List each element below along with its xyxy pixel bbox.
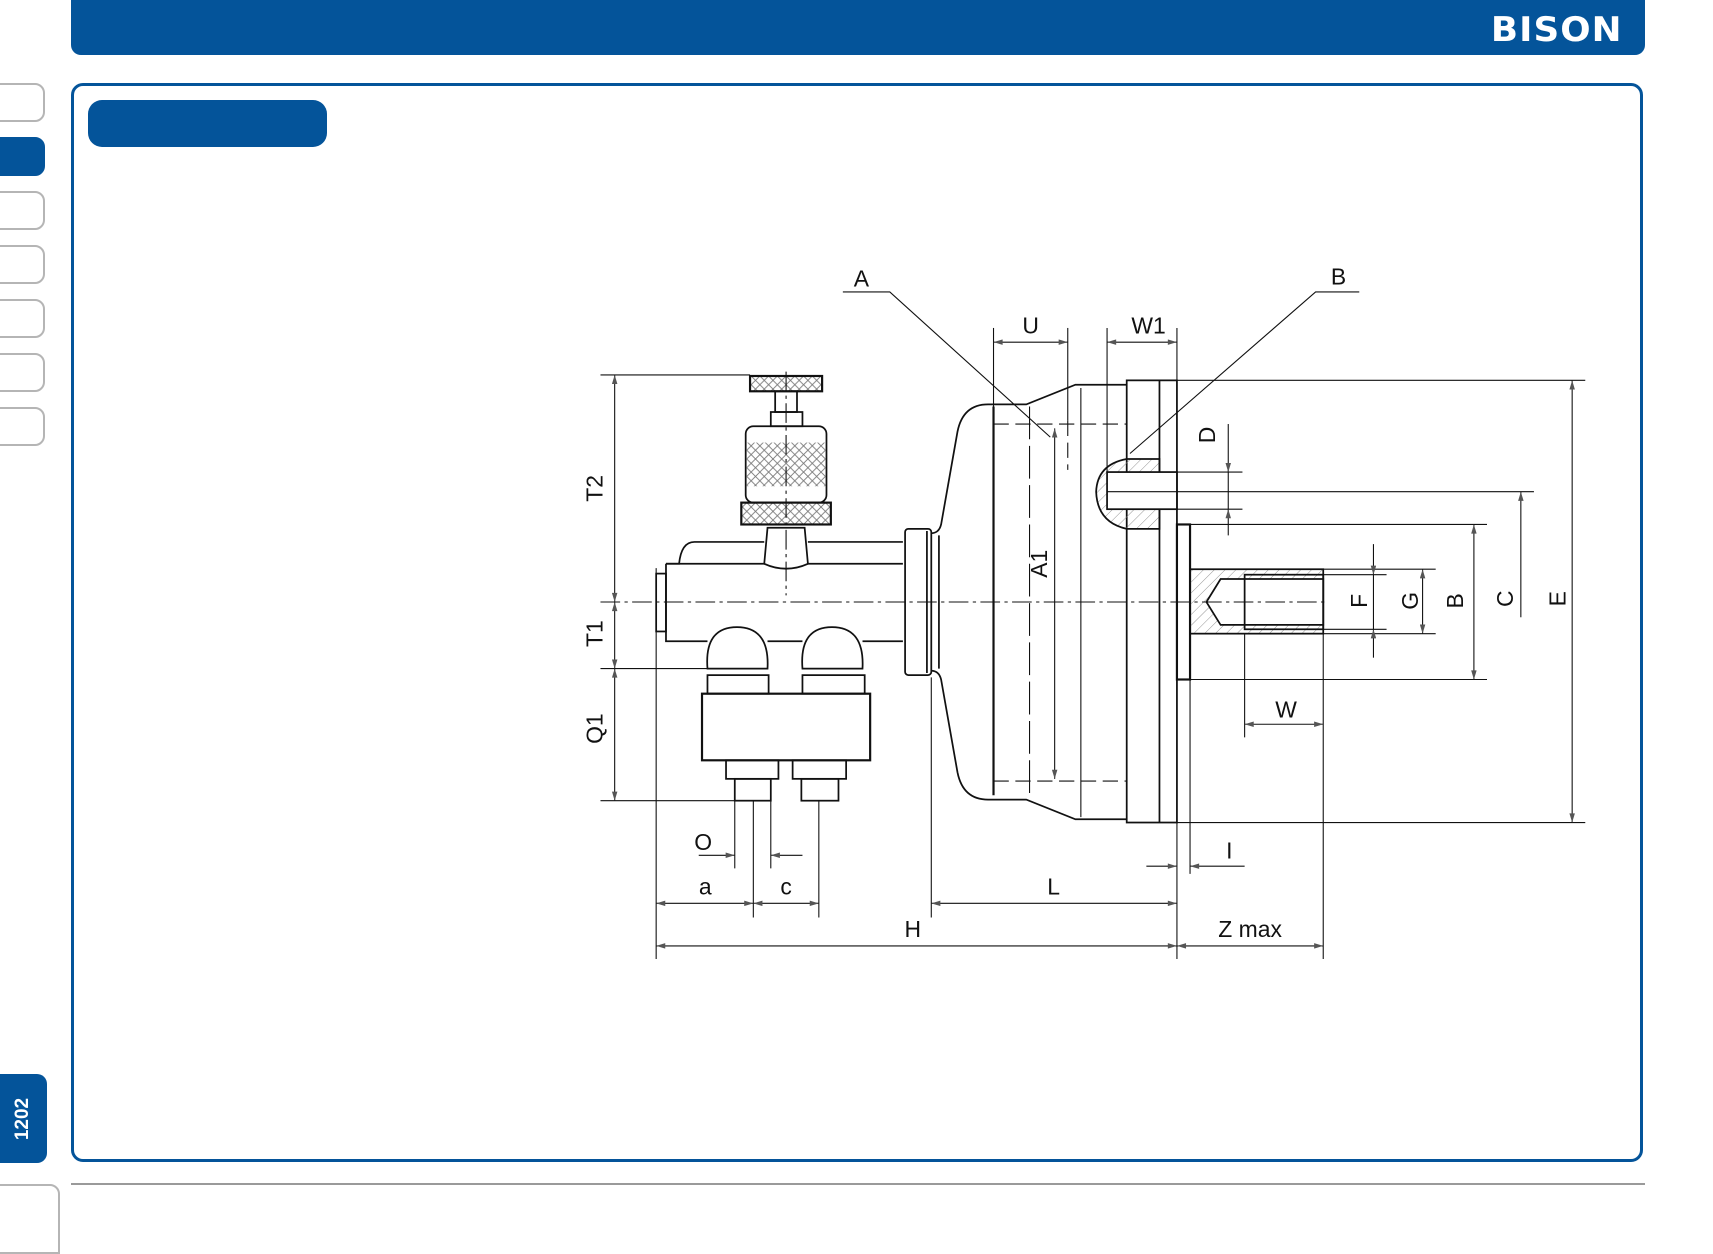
label-I: I [1226,838,1232,864]
label-A: A [854,265,870,291]
label-B-leader: B [1331,263,1346,289]
side-tab-7[interactable] [0,407,45,446]
side-tab-3[interactable] [0,191,45,230]
side-tab-2-active[interactable] [0,137,45,176]
label-G: G [1397,592,1423,610]
side-tab-6[interactable] [0,353,45,392]
label-B: B [1442,593,1468,608]
label-O: O [694,829,712,855]
label-L: L [1047,874,1060,900]
content-panel [71,83,1643,1162]
label-C: C [1492,590,1518,607]
label-T1: T1 [582,620,608,647]
label-F: F [1346,594,1372,608]
label-A1: A1 [1026,550,1052,578]
side-tab-1[interactable] [0,83,45,122]
label-Zmax: Z max [1218,916,1282,942]
side-tab-5[interactable] [0,299,45,338]
label-c: c [780,874,791,900]
side-tab-4[interactable] [0,245,45,284]
top-header-bar: BISON [71,0,1645,55]
drawing-outlines [655,374,1325,824]
label-W1: W1 [1131,312,1165,338]
label-T2: T2 [582,475,608,502]
label-W: W [1275,697,1297,723]
bison-logo: BISON [1490,10,1623,50]
label-a: a [699,874,712,900]
dimension-labels: A B U W1 T2 T1 Q1 A1 D F G B C E W I O a… [582,263,1571,942]
label-H: H [904,916,921,942]
label-E: E [1545,591,1571,606]
label-D: D [1194,427,1220,444]
label-Q1: Q1 [582,713,608,744]
label-U: U [1022,312,1039,338]
dimension-lines [600,291,1586,959]
section-title-pill [88,100,327,147]
page-number-tab: 1202 [0,1074,47,1163]
footer-divider [71,1183,1645,1185]
